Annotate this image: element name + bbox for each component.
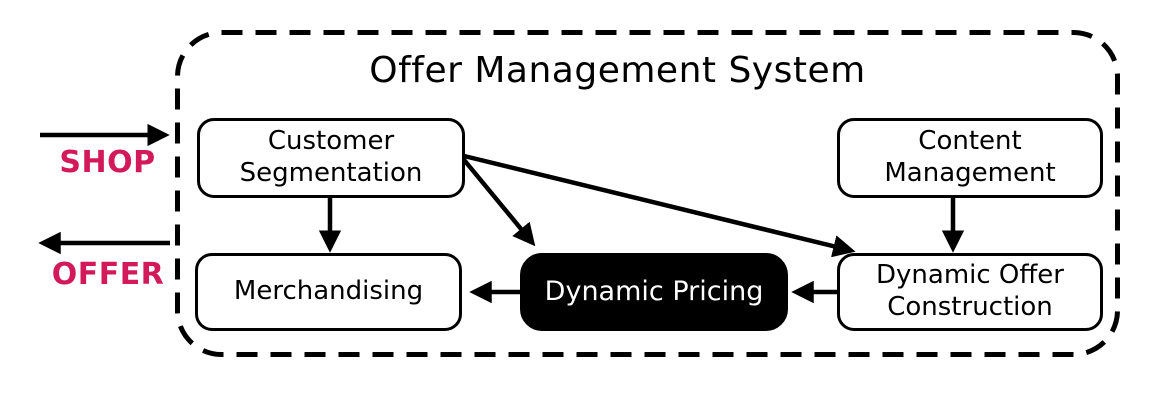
shop-label: SHOP bbox=[59, 145, 156, 180]
node-dynamic-offer-construction: Dynamic Offer Construction bbox=[837, 253, 1103, 331]
edge-customer-segmentation-to-dynamic-offer-construction bbox=[459, 152, 856, 258]
node-customer-segmentation: Customer Segmentation bbox=[197, 118, 465, 198]
system-boundary-dashed-border bbox=[175, 30, 1120, 357]
edge-customer-segmentation-to-dynamic-pricing bbox=[458, 153, 536, 247]
node-dynamic-pricing: Dynamic Pricing bbox=[520, 253, 788, 331]
node-merchandising: Merchandising bbox=[195, 253, 462, 331]
diagram-title: Offer Management System bbox=[369, 50, 866, 91]
node-content-management: Content Management bbox=[837, 118, 1103, 198]
offer-label: OFFER bbox=[51, 257, 165, 292]
